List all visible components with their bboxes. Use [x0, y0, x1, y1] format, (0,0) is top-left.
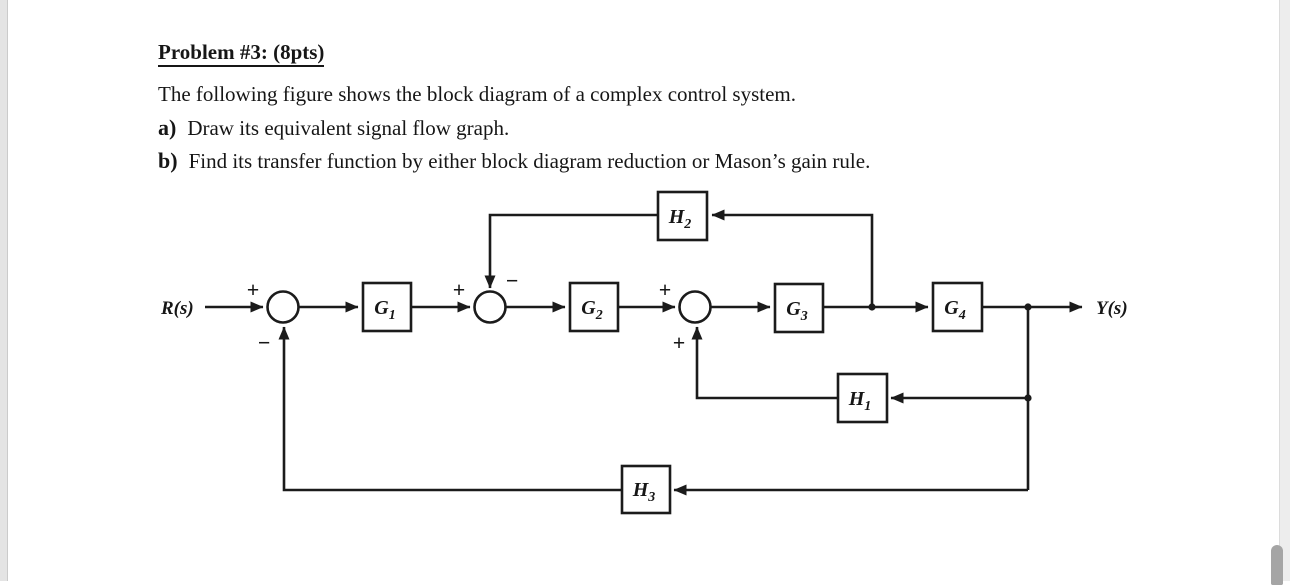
block-g2: G2 — [568, 281, 620, 333]
block-g4-label: G4 — [944, 297, 965, 323]
block-h3: H3 — [620, 464, 672, 515]
wire-h1-to-sum3 — [691, 326, 838, 400]
block-g4: G4 — [931, 281, 984, 333]
block-g3-box — [773, 282, 825, 334]
page-title: Problem #3: (8pts) — [158, 40, 325, 67]
block-h1-box — [836, 372, 889, 424]
wire-h2-to-sum2 — [484, 213, 658, 289]
item-b: b) Find its transfer function by either b… — [158, 148, 870, 174]
block-g3-label: G3 — [786, 298, 807, 324]
block-h1: H1 — [836, 372, 889, 424]
item-b-text: Find its transfer function by either blo… — [188, 149, 871, 173]
block-g1-box — [361, 281, 413, 333]
takeoff-dot-h1 — [1024, 394, 1032, 402]
sign-sum1-bottom: − — [258, 330, 271, 355]
input-label: R(s) — [160, 298, 194, 319]
sign-sum1-top: + — [247, 277, 260, 302]
wire-takeoff-g3-to-h2 — [711, 209, 874, 307]
scrollbar-thumb[interactable] — [1271, 545, 1283, 585]
scrollbar-track[interactable] — [1279, 0, 1290, 581]
sign-sum3-bottom: + — [673, 330, 686, 355]
item-a: a) Draw its equivalent signal flow graph. — [158, 115, 509, 141]
h2-feedback-path — [484, 209, 874, 307]
block-h2-label: H2 — [668, 206, 692, 232]
sign-sum2-left: + — [453, 277, 466, 302]
wire-h3-to-sum1 — [278, 326, 622, 492]
block-g1: G1 — [361, 281, 413, 333]
block-g4-box — [931, 281, 984, 333]
h3-feedback-path — [278, 326, 1028, 496]
page-title-text: Problem #3: (8pts) — [158, 40, 325, 67]
sign-sum3-left: + — [659, 277, 672, 302]
block-g1-label: G1 — [374, 297, 395, 323]
block-h1-label: H1 — [848, 388, 872, 414]
item-a-marker: a) — [158, 115, 177, 140]
block-h3-label: H3 — [632, 479, 656, 505]
left-margin-strip — [0, 0, 8, 581]
summing-junction-3 — [678, 290, 712, 324]
item-a-text: Draw its equivalent signal flow graph. — [187, 116, 510, 140]
block-g2-label: G2 — [581, 297, 602, 323]
takeoff-dot-after-g3 — [868, 303, 876, 311]
item-b-marker: b) — [158, 148, 178, 173]
takeoff-dot-after-g4 — [1024, 303, 1032, 311]
block-g3: G3 — [773, 282, 825, 334]
block-h2: H2 — [656, 190, 709, 242]
block-h2-box — [656, 190, 709, 242]
summing-junction-1 — [266, 290, 300, 324]
output-label: Y(s) — [1096, 298, 1128, 319]
intro-text: The following figure shows the block dia… — [158, 82, 797, 106]
sign-sum2-top: − — [506, 268, 519, 293]
block-g2-box — [568, 281, 620, 333]
summing-junction-2 — [473, 290, 507, 324]
block-h3-box — [620, 464, 672, 515]
